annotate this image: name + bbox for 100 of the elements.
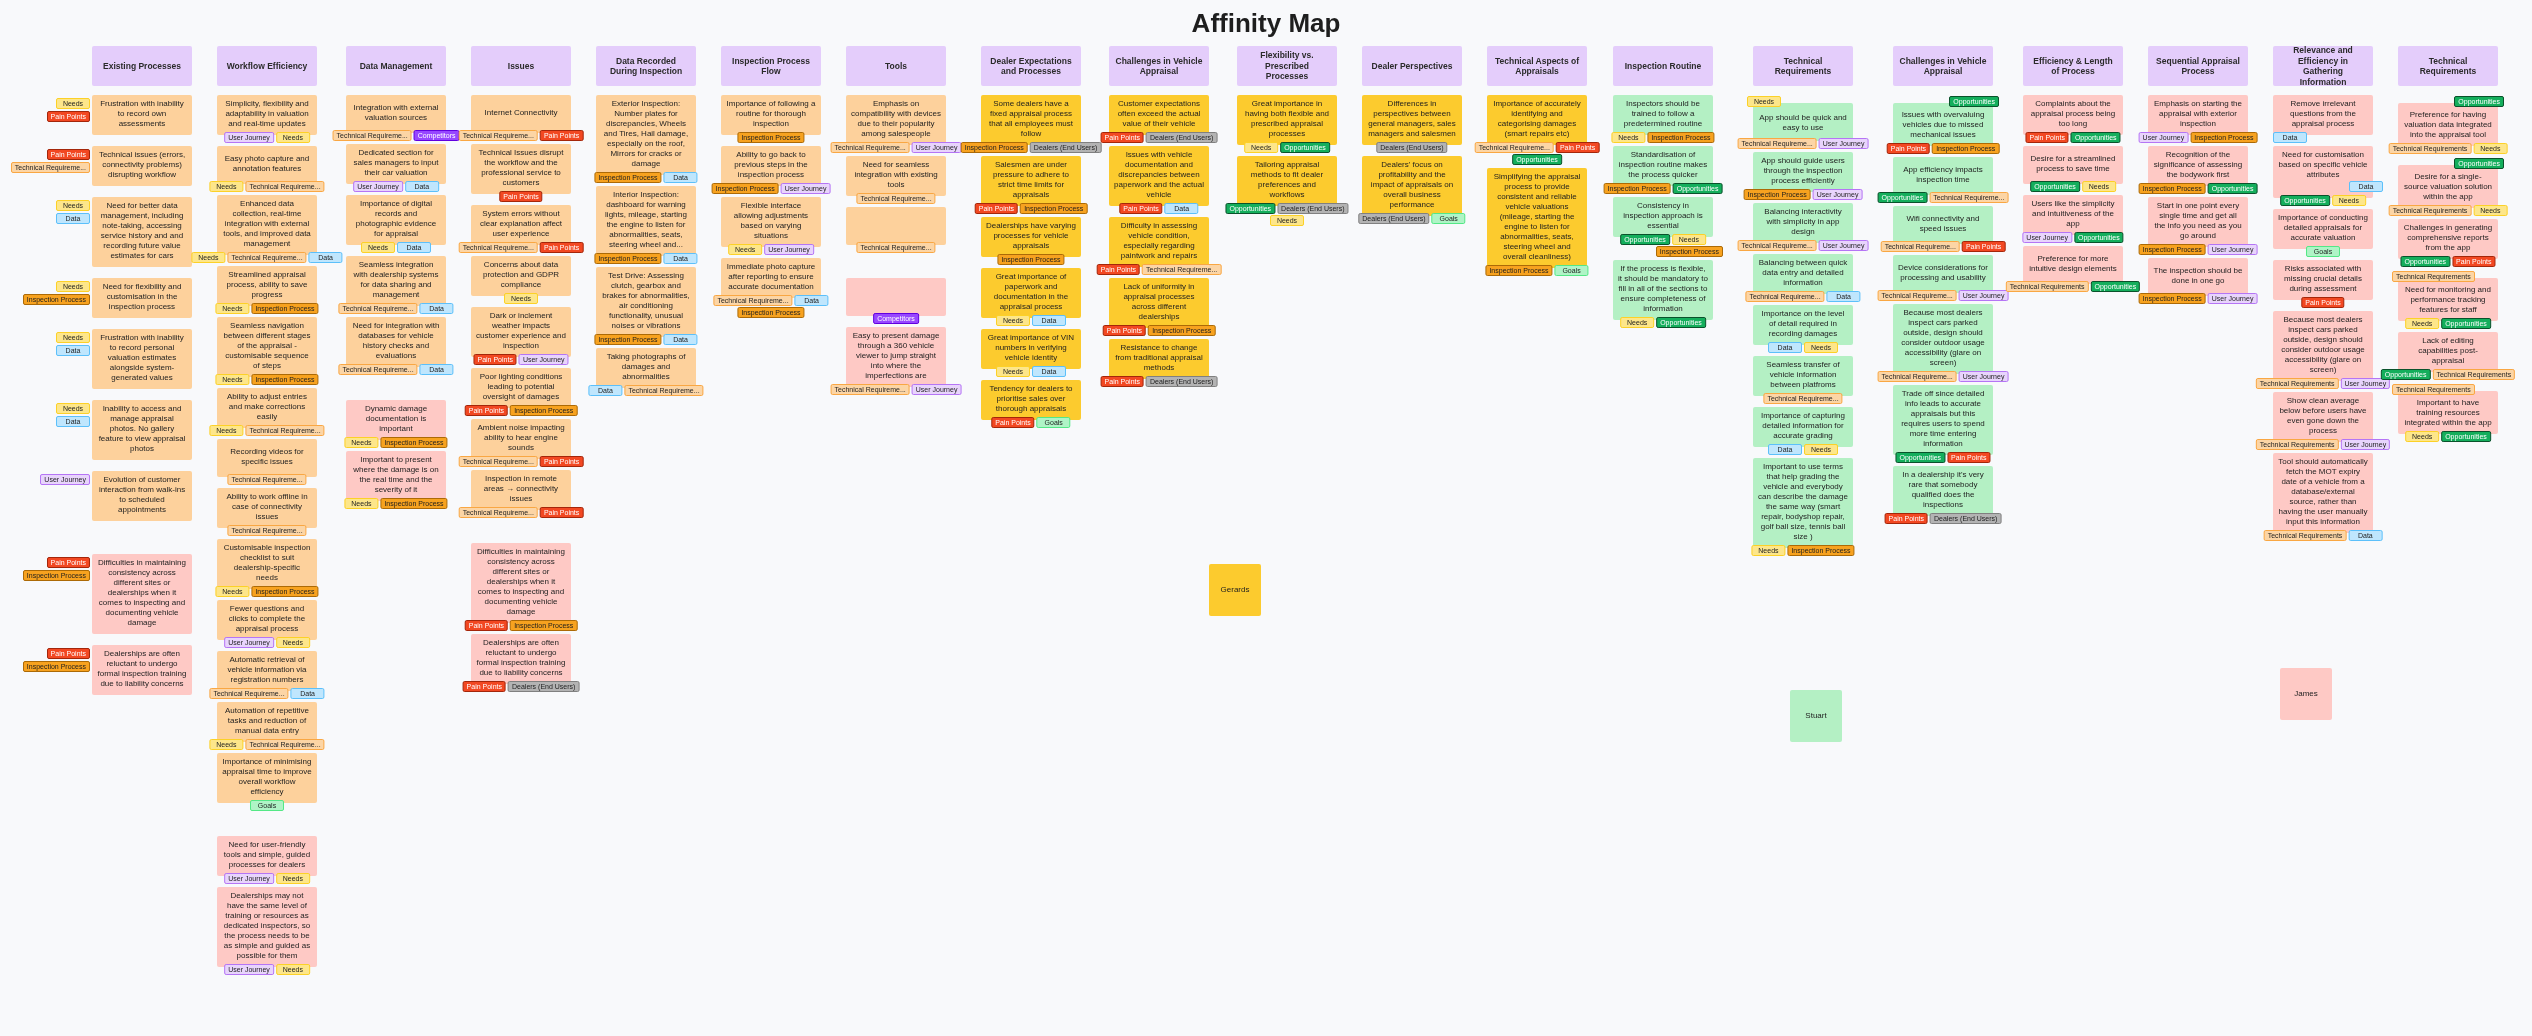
sticky-note: Preference for more intuitive design elements	[2023, 246, 2123, 284]
sticky-note: Need for better data management, including note-taking, accessing service history and and recording future value estimates for cars	[92, 197, 192, 267]
sticky-note: Ability to go back to previous steps in the inspection process	[721, 146, 821, 186]
sticky-note: Wifi connectivity and speed issues	[1893, 206, 1993, 244]
sticky-note: Dealerships are often reluctant to undergo formal inspection training due to liability concerns	[471, 634, 571, 684]
sticky-note: Start in one point every single time and get all the info you need as you go around	[2148, 197, 2248, 247]
sticky-note: Interior Inspection: dashboard for warning lights, mileage, starting the engine to listen for abnormalities, seats, steering wheel and...	[596, 186, 696, 256]
sticky-note: Issues with vehicle documentation and discrepancies between paperwork and the actual vehicle	[1109, 146, 1209, 206]
sticky-note: Some dealers have a fixed appraisal process that all employees must follow	[981, 95, 1081, 145]
sticky-note: Exterior Inspection: Number plates for discrepancies, Wheels and Tires, Hail damage, especially on the roof, Mirrors for cracks or damage	[596, 95, 696, 175]
sticky-note: Technical issues (errors, connectivity problems) disrupting workflow	[92, 146, 192, 186]
sticky-note: Simplifying the appraisal process to provide consistent and reliable vehicle valuations (mileage, starting the engine to listen for abnormalities, seats, steering wheel and overall cleanliness)	[1487, 168, 1587, 268]
sticky-note: Inability to access and manage appraisal photos. No gallery feature to view appraisal photos	[92, 400, 192, 460]
sticky-note: Technical Issues disrupt the workflow and the professional service to customers	[471, 144, 571, 194]
sticky-note: Streamlined appraisal process, ability to save progress	[217, 266, 317, 306]
sticky-note: Dealerships are often reluctant to undergo formal inspection training due to liability concerns	[92, 645, 192, 695]
sticky-note: Inspection in remote areas → connectivity issues	[471, 470, 571, 510]
sticky-note: Dealers' focus on profitability and the impact of appraisals on overall business performance	[1362, 156, 1462, 216]
sticky-note: Customisable inspection checklist to suit dealership-specific needs	[217, 539, 317, 589]
sticky-note: Seamless navigation between different stages of the appraisal - customisable sequence of steps	[217, 317, 317, 377]
column-header: Inspection Routine	[1613, 46, 1713, 86]
sticky-note: Recognition of the significance of assessing the bodywork first	[2148, 146, 2248, 186]
sticky-note: Importance of accurately identifying and categorising damages (smart repairs etc)	[1487, 95, 1587, 145]
sticky-note: Lack of uniformity in appraisal processes across different dealerships	[1109, 278, 1209, 328]
sticky-note: Easy photo capture and annotation features	[217, 146, 317, 184]
sticky-note: Easy to present damage through a 360 vehicle viewer to jump straight into where the imperfections are	[846, 327, 946, 387]
sticky-note: Dealerships have varying processes for vehicle appraisals	[981, 217, 1081, 257]
sticky-note: Automation of repetitive tasks and reduction of manual data entry	[217, 702, 317, 742]
sticky-note: Integration with external valuation sources	[346, 95, 446, 133]
sticky-note	[846, 278, 946, 316]
sticky-note: Inspectors should be trained to follow a predetermined routine	[1613, 95, 1713, 135]
column-header: Dealer Perspectives	[1362, 46, 1462, 86]
sticky-note: Differences in perspectives between general managers, sales managers and salesmen	[1362, 95, 1462, 145]
column-header: Existing Processes	[92, 46, 192, 86]
sticky-note: Tailoring appraisal methods to fit dealer preferences and workflows	[1237, 156, 1337, 206]
sticky-note: Salesmen are under pressure to adhere to strict time limits for appraisals	[981, 156, 1081, 206]
sticky-note: System errors without clear explanation affect user experience	[471, 205, 571, 245]
sticky-note: Internet Connectivity	[471, 95, 571, 133]
column-header: Issues	[471, 46, 571, 86]
sticky-note: Seamless transfer of vehicle information between platfroms	[1753, 356, 1853, 396]
sticky-note: If the process is flexible, it should be mandatory to fill in all of the sections to ensure completeness of information	[1613, 260, 1713, 320]
sticky-note: Users like the simplicity and intuitiveness of the app	[2023, 195, 2123, 235]
sticky-note: Desire for a streamlined process to save time	[2023, 146, 2123, 184]
sticky-note: Importance of conducting detailed appraisals for accurate valuation	[2273, 209, 2373, 249]
sticky-note: Simplicity, flexibility and adaptability in valuation and real-time updates	[217, 95, 317, 135]
sticky-note: Important to present where the damage is on the real time and the severity of it	[346, 451, 446, 501]
sticky-note: Trade off since detailed info leads to accurate appraisals but this requires users to spend more time entering information	[1893, 385, 1993, 455]
sticky-note: Frustration with inability to record own assessments	[92, 95, 192, 135]
sticky-note: Immediate photo capture after reporting to ensure accurate documentation	[721, 258, 821, 298]
column-header: Sequential Appraisal Process	[2148, 46, 2248, 86]
sticky-note: Tool should automatically fetch the MOT expiry date of a vehicle from a database/external source, rather than having the user manually input this information	[2273, 453, 2373, 533]
sticky-note: Tendency for dealers to prioritise sales over thorough appraisals	[981, 380, 1081, 420]
sticky-note: Resistance to change from traditional appraisal methods	[1109, 339, 1209, 379]
sticky-note: Device considerations for processing and usability	[1893, 255, 1993, 293]
sticky-note: Importance on the level of detail required in recording damages	[1753, 305, 1853, 345]
sticky-note: App should be quick and easy to use	[1753, 103, 1853, 141]
sticky-note: Importance of capturing detailed information for accurate grading	[1753, 407, 1853, 447]
sticky-note: Seamless integration with dealership systems for data sharing and management	[346, 256, 446, 306]
sticky-note: Great importance of paperwork and documentation in the appraisal process	[981, 268, 1081, 318]
sticky-note: The inspection should be done in one go	[2148, 258, 2248, 296]
sticky-note: Concerns about data protection and GDPR compliance	[471, 256, 571, 296]
sticky-note: Difficulties in maintaining consistency across different sites or dealerships when it comes to inspecting and documenting vehicle damage	[92, 554, 192, 634]
sticky-note: Importance of minimising appraisal time to improve overall workflow efficiency	[217, 753, 317, 803]
column-header: Technical Aspects of Appraisals	[1487, 46, 1587, 86]
sticky-note	[846, 207, 946, 245]
sticky-note: Standardisation of inspection routine makes the process quicker	[1613, 146, 1713, 186]
sticky-note: Need for user-friendly tools and simple, guided processes for dealers	[217, 836, 317, 876]
sticky-note: Taking photographs of damages and abnormalities	[596, 348, 696, 388]
column-header: Data Recorded During Inspection	[596, 46, 696, 86]
sticky-note: Test Drive: Assessing clutch, gearbox and brakes for abnormalities, air conditioning functionality, unusual noises or vibrations	[596, 267, 696, 337]
sticky-note: Lack of editing capabilities post-appraisal	[2398, 332, 2498, 372]
column-header: Relevance and Efficiency in Gathering Information	[2273, 46, 2373, 86]
sticky-note: Recording videos for specific issues	[217, 439, 317, 477]
column-header: Inspection Process Flow	[721, 46, 821, 86]
sticky-note: Because most dealers inspect cars parked outside, design should consider outdoor usage accessibility (glare on screen)	[2273, 311, 2373, 381]
sticky-note: Important to use terms that help grading the vehicle and everybody can describe the damage the same way (smart repair, bodyshop repair, golf ball size, tennis ball size )	[1753, 458, 1853, 548]
sticky-note: Automatic retrieval of vehicle information via registration numbers	[217, 651, 317, 691]
sticky-note: Dynamic damage documentation is important	[346, 400, 446, 440]
sticky-note: Difficulties in maintaining consistency across different sites or dealerships when it comes to inspecting and documenting vehicle damage	[471, 543, 571, 623]
column-header: Technical Requirements	[1753, 46, 1853, 86]
sticky-note: Ability to work offline in case of connectivity issues	[217, 488, 317, 528]
sticky-note: Difficulty in assessing vehicle condition, especially regarding paintwork and repairs	[1109, 217, 1209, 267]
sticky-note: Flexible interface allowing adjustments based on varying situations	[721, 197, 821, 247]
sticky-note: Balancing interactivity with simplicity in app design	[1753, 203, 1853, 243]
column-header: Data Management	[346, 46, 446, 86]
sticky-note: Frustration with inability to record personal valuation estimates alongside system-generated values	[92, 329, 192, 389]
column-header: Dealer Expectations and Processes	[981, 46, 1081, 86]
sticky-note: Balancing between quick data entry and detailed information	[1753, 254, 1853, 294]
sticky-note: Need for flexibility and customisation in the inspection process	[92, 278, 192, 318]
sticky-note: Emphasis on starting the appraisal with exterior inspection	[2148, 95, 2248, 135]
column-header: Challenges in Vehicle Appraisal	[1109, 46, 1209, 86]
sticky-note: Poor lighting conditions leading to potential oversight of damages	[471, 368, 571, 408]
sticky-note: In a dealership it's very rare that somebody qualified does the inspections	[1893, 466, 1993, 516]
sticky-note: Ambient noise impacting ability to hear engine sounds	[471, 419, 571, 459]
column-header: Flexibility vs. Prescribed Processes	[1237, 46, 1337, 86]
sticky-note: Customer expectations often exceed the actual value of their vehicle	[1109, 95, 1209, 135]
sticky-note: Need for seamless integration with existing tools	[846, 156, 946, 196]
sticky-note: Need for integration with databases for vehicle history checks and evaluations	[346, 317, 446, 367]
column-header: Efficiency & Length of Process	[2023, 46, 2123, 86]
sticky-note: Importance of digital records and photographic evidence for appraisal	[346, 195, 446, 245]
